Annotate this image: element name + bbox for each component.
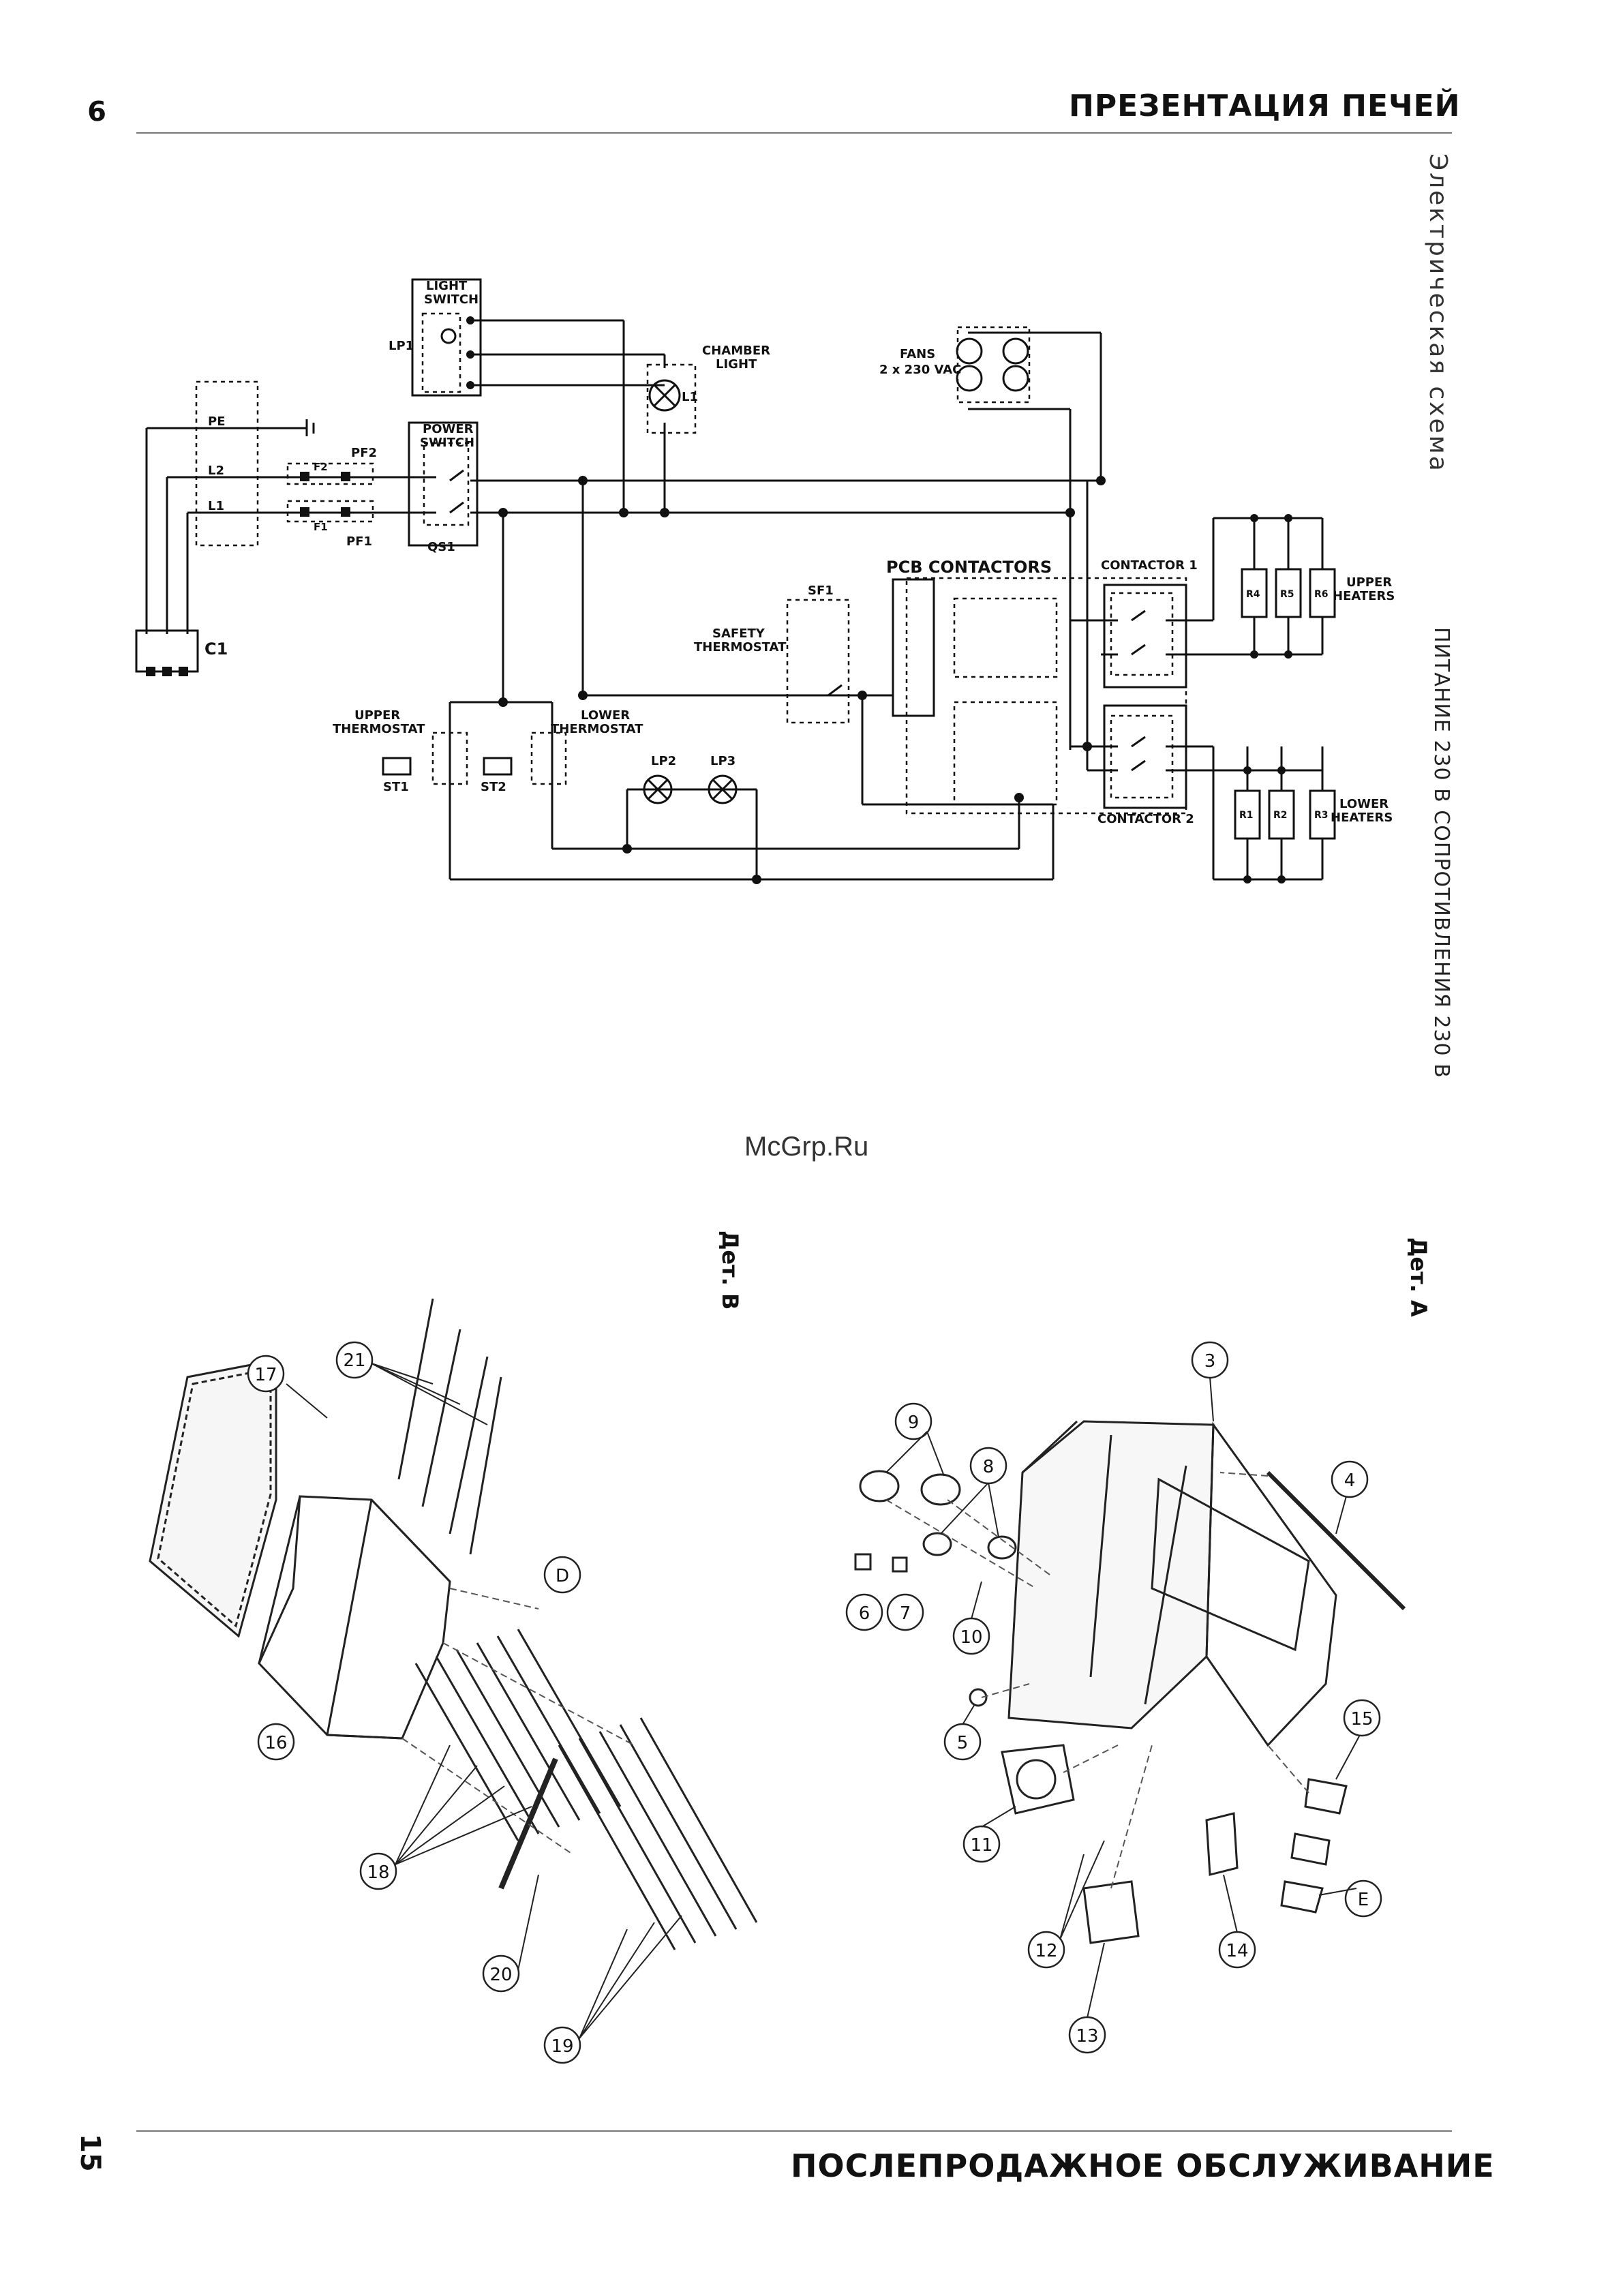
label-lp3: LP3	[710, 754, 735, 768]
label-contactor-2: CONTACTOR 2	[1097, 812, 1194, 826]
label-power-switch-1: POWER	[423, 422, 474, 436]
label-pe: PE	[208, 414, 226, 429]
callout-a-15: 15	[1350, 1709, 1373, 1729]
callout-a-10: 10	[960, 1627, 982, 1648]
wiring-diagram: PE L2 L1 C1 PF2 PF1 F2 F1 LIGHT SWITCH L…	[135, 278, 1395, 884]
footer-page-number: 15	[74, 2134, 106, 2172]
label-fans-1: FANS	[900, 347, 935, 361]
exploded-views: 17 21 D 16 18 20 19	[149, 1298, 1406, 2064]
label-f2: F2	[314, 461, 328, 473]
callout-a-9: 9	[908, 1413, 920, 1433]
label-lower-heaters-2: HEATERS	[1331, 811, 1393, 825]
callout-a-14: 14	[1226, 1941, 1248, 1961]
callout-b-17: 17	[254, 1365, 277, 1385]
detail-b-title: Дет. B	[717, 1230, 743, 1310]
header-rule	[136, 132, 1452, 134]
callout-a-3: 3	[1204, 1351, 1216, 1372]
callout-b-19: 19	[551, 2036, 573, 2057]
header-title: ПРЕЗЕНТАЦИЯ ПЕЧЕЙ	[1069, 89, 1461, 123]
label-light-switch-1: LIGHT	[426, 279, 468, 293]
label-lower-heaters-1: LOWER	[1339, 797, 1389, 811]
label-chamber-light-2: LIGHT	[716, 357, 757, 372]
label-lp2: LP2	[651, 754, 676, 768]
label-power-switch-2: SWITCH	[420, 436, 474, 450]
label-r5: R5	[1280, 589, 1294, 600]
footer-rule	[136, 2130, 1452, 2132]
label-st1: ST1	[383, 780, 409, 794]
callout-b-20: 20	[489, 1965, 512, 1985]
callout-a-6: 6	[859, 1603, 870, 1624]
label-c1: C1	[204, 639, 228, 659]
watermark: McGrp.Ru	[744, 1132, 869, 1162]
label-l1-lamp: L1	[682, 390, 698, 404]
callout-a-e: E	[1358, 1890, 1369, 1910]
label-l2: L2	[208, 464, 224, 478]
callout-a-7: 7	[900, 1603, 911, 1624]
label-fans-2: 2 x 230 VAC	[879, 363, 961, 377]
label-st2: ST2	[481, 780, 506, 794]
label-l1: L1	[208, 499, 224, 513]
callout-b-18: 18	[367, 1862, 389, 1883]
label-r6: R6	[1314, 589, 1329, 600]
label-upper-heaters-2: HEATERS	[1333, 589, 1395, 603]
label-lp1: LP1	[389, 339, 414, 353]
label-r3: R3	[1314, 810, 1329, 821]
label-pf2: PF2	[351, 446, 377, 460]
label-qs1: QS1	[427, 540, 455, 554]
callout-a-13: 13	[1076, 2026, 1098, 2046]
label-chamber-light-1: CHAMBER	[702, 344, 770, 358]
callout-b-21: 21	[343, 1350, 365, 1371]
label-safety-thermostat-2: THERMOSTAT	[694, 640, 787, 654]
callout-a-4: 4	[1344, 1470, 1356, 1491]
label-lower-thermostat-1: LOWER	[581, 708, 630, 723]
label-upper-thermostat-2: THERMOSTAT	[333, 722, 425, 736]
label-pf1: PF1	[346, 534, 372, 549]
callout-a-11: 11	[970, 1835, 992, 1856]
label-upper-thermostat-1: UPPER	[354, 708, 400, 723]
label-r1: R1	[1239, 810, 1254, 821]
callout-a-8: 8	[983, 1457, 995, 1477]
label-upper-heaters-1: UPPER	[1346, 575, 1392, 590]
label-safety-thermostat-1: SAFETY	[712, 626, 765, 641]
callout-b-d: D	[556, 1566, 569, 1586]
label-r4: R4	[1246, 589, 1260, 600]
label-r2: R2	[1273, 810, 1288, 821]
label-f1: F1	[314, 521, 328, 533]
label-sf1: SF1	[808, 584, 834, 598]
callout-b-16: 16	[264, 1733, 287, 1753]
label-contactor-1: CONTACTOR 1	[1101, 558, 1198, 573]
label-light-switch-2: SWITCH	[424, 292, 479, 307]
label-pcb-contactors: PCB CONTACTORS	[886, 558, 1052, 577]
detail-a-title: Дет. A	[1406, 1237, 1431, 1317]
callout-a-12: 12	[1035, 1941, 1057, 1961]
footer-title: ПОСЛЕПРОДАЖНОЕ ОБСЛУЖИВАНИЕ	[791, 2147, 1495, 2184]
callout-a-5: 5	[957, 1733, 969, 1753]
label-lower-thermostat-2: THERMOSTAT	[551, 722, 643, 736]
